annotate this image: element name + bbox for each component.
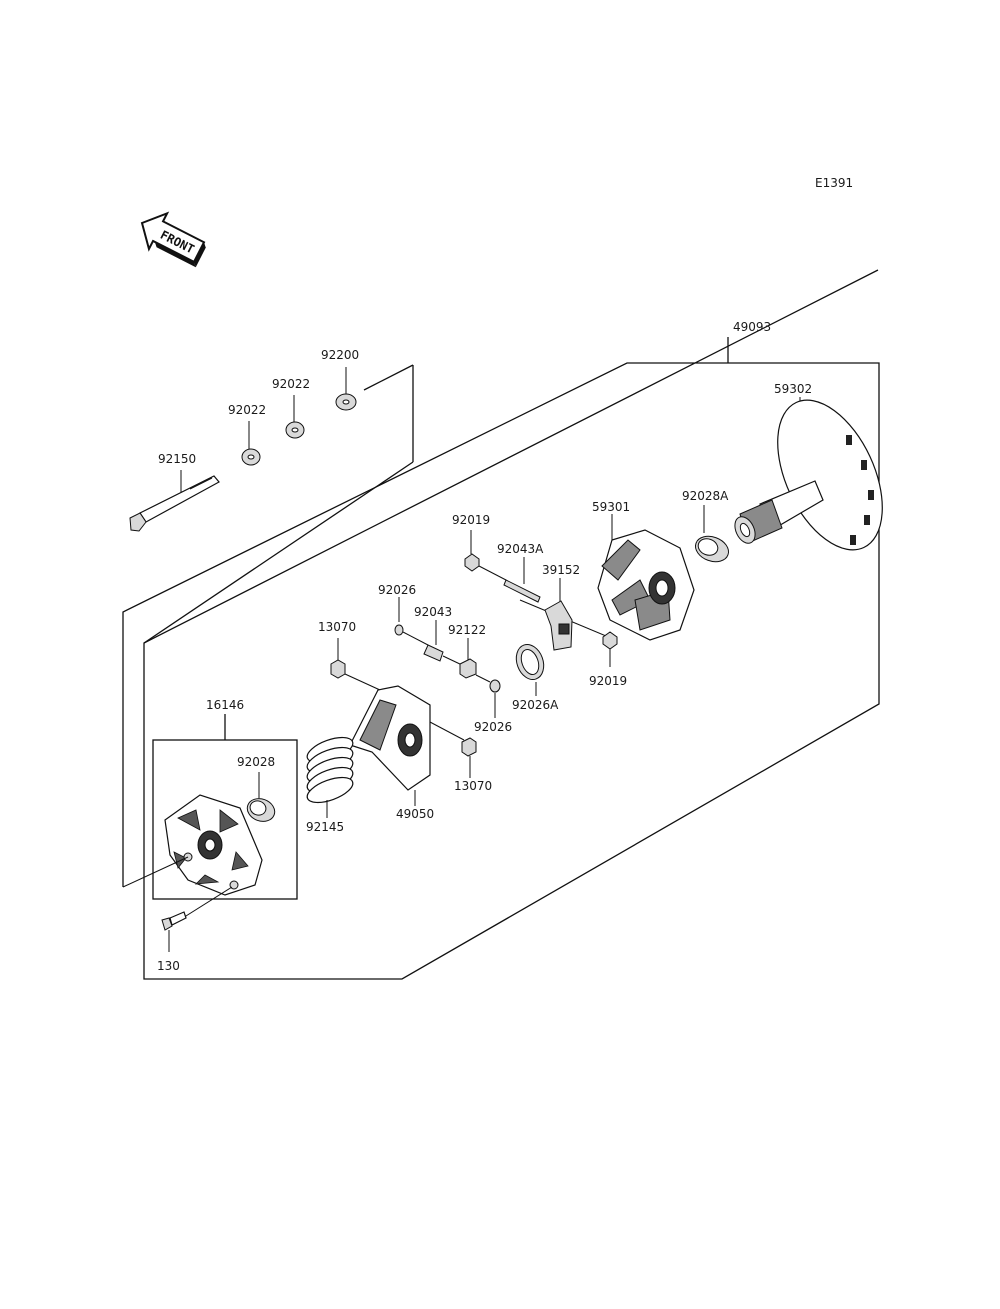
label-92122: 92122 (448, 623, 486, 637)
washer-92022-upper (285, 395, 305, 439)
roller-92122 (459, 638, 491, 683)
label-49050: 49050 (396, 807, 434, 821)
nut-92019-upper (464, 530, 507, 581)
bushing-92028A (695, 505, 729, 563)
label-92028A: 92028A (682, 489, 729, 503)
label-92043A: 92043A (497, 542, 544, 556)
spring-92145 (306, 736, 354, 818)
label-92019-lower: 92019 (589, 674, 627, 688)
label-59302: 59302 (774, 382, 812, 396)
washer-92026-right (489, 679, 501, 718)
front-arrow-icon: FRONT (140, 211, 206, 268)
label-92026A: 92026A (512, 698, 559, 712)
label-92026-left: 92026 (378, 583, 416, 597)
assembly-16146-outline (152, 714, 298, 900)
diagram-code: E1391 (815, 176, 853, 190)
label-39152: 39152 (542, 563, 580, 577)
label-92200: 92200 (321, 348, 359, 362)
bolt-130 (161, 911, 187, 952)
label-92019-upper: 92019 (452, 513, 490, 527)
washer-92200 (335, 367, 357, 411)
washer-92022-lower (241, 421, 261, 466)
sheave-59302 (734, 397, 883, 551)
washer-92026A (515, 644, 545, 696)
label-92145: 92145 (306, 820, 344, 834)
weight-39152 (544, 578, 573, 651)
label-130: 130 (157, 959, 180, 973)
label-59301: 59301 (592, 500, 630, 514)
bushing-13070-lower (429, 721, 477, 778)
label-92026-right: 92026 (474, 720, 512, 734)
label-92022-lower: 92022 (228, 403, 266, 417)
label-49093: 49093 (733, 320, 771, 334)
pin-92043 (423, 620, 463, 666)
label-92043: 92043 (414, 605, 452, 619)
label-13070-upper: 13070 (318, 620, 356, 634)
bolt-92150 (129, 470, 220, 532)
label-92022-upper: 92022 (272, 377, 310, 391)
pin-92043A (503, 557, 541, 603)
cover-59301 (519, 514, 695, 641)
nut-92019-lower (602, 631, 618, 667)
label-92028: 92028 (237, 755, 275, 769)
part-labels: 49093 92200 92022 59302 92022 92150 9202… (157, 320, 812, 973)
spider-49050 (349, 685, 431, 806)
washer-92026-left (394, 597, 429, 646)
bushing-92028 (246, 772, 276, 822)
sheave-16146 (122, 794, 263, 922)
label-92150: 92150 (158, 452, 196, 466)
label-13070-lower: 13070 (454, 779, 492, 793)
label-16146: 16146 (206, 698, 244, 712)
bushing-13070-upper (330, 638, 381, 691)
assembly-49093-outline (122, 269, 880, 980)
